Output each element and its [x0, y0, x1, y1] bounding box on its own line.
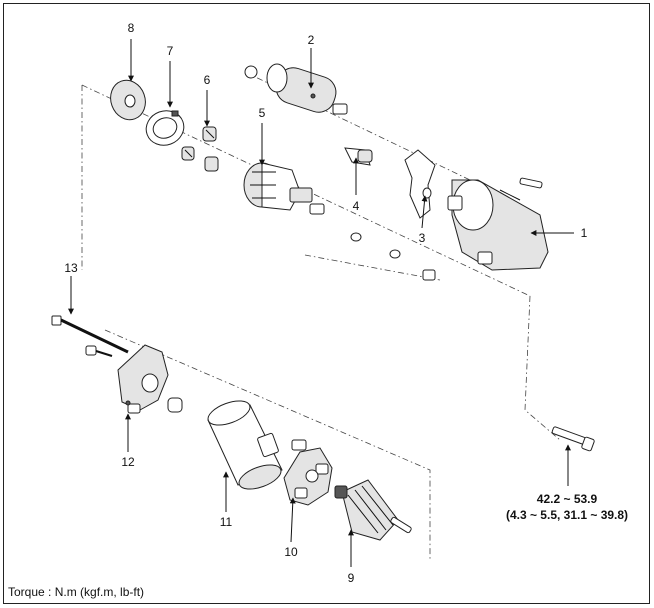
label-8: 8 [128, 21, 135, 35]
part-5-overrunning-clutch [243, 162, 325, 215]
part-9-armature [334, 479, 412, 541]
part-11-yoke [207, 400, 283, 490]
torque-units-note: Torque : N.m (kgf.m, lb-ft) [8, 585, 144, 599]
leader-lines [68, 39, 574, 567]
label-10: 10 [284, 545, 298, 559]
torque-bolt [551, 426, 595, 452]
part-4-plunger [344, 147, 373, 166]
label-2: 2 [308, 33, 315, 47]
part-1-front-housing [447, 177, 549, 271]
label-5: 5 [259, 106, 266, 120]
part-6-planet-gears [181, 126, 219, 172]
label-13: 13 [64, 261, 78, 275]
label-6: 6 [204, 73, 211, 87]
part-8-washer [110, 79, 146, 121]
diagram-frame [3, 3, 650, 604]
label-12: 12 [121, 455, 135, 469]
torque-value-alt-units: (4.3 ~ 5.5, 31.1 ~ 39.8) [506, 508, 628, 522]
screw-12 [85, 345, 113, 357]
label-4: 4 [353, 199, 360, 213]
label-1: 1 [581, 226, 588, 240]
label-7: 7 [167, 44, 174, 58]
torque-value-nm: 42.2 ~ 53.9 [537, 492, 598, 506]
part-2-magnetic-switch [244, 63, 348, 115]
label-11: 11 [220, 515, 233, 529]
part-3-lever [404, 149, 436, 219]
part-7-retainer-ring [145, 110, 185, 146]
label-3: 3 [419, 231, 426, 245]
part-12-rear-bracket [117, 344, 183, 414]
part-10-brush-holder [283, 439, 333, 506]
small-washers [350, 232, 436, 281]
part-13-through-bolt [51, 315, 129, 354]
label-9: 9 [348, 571, 355, 585]
